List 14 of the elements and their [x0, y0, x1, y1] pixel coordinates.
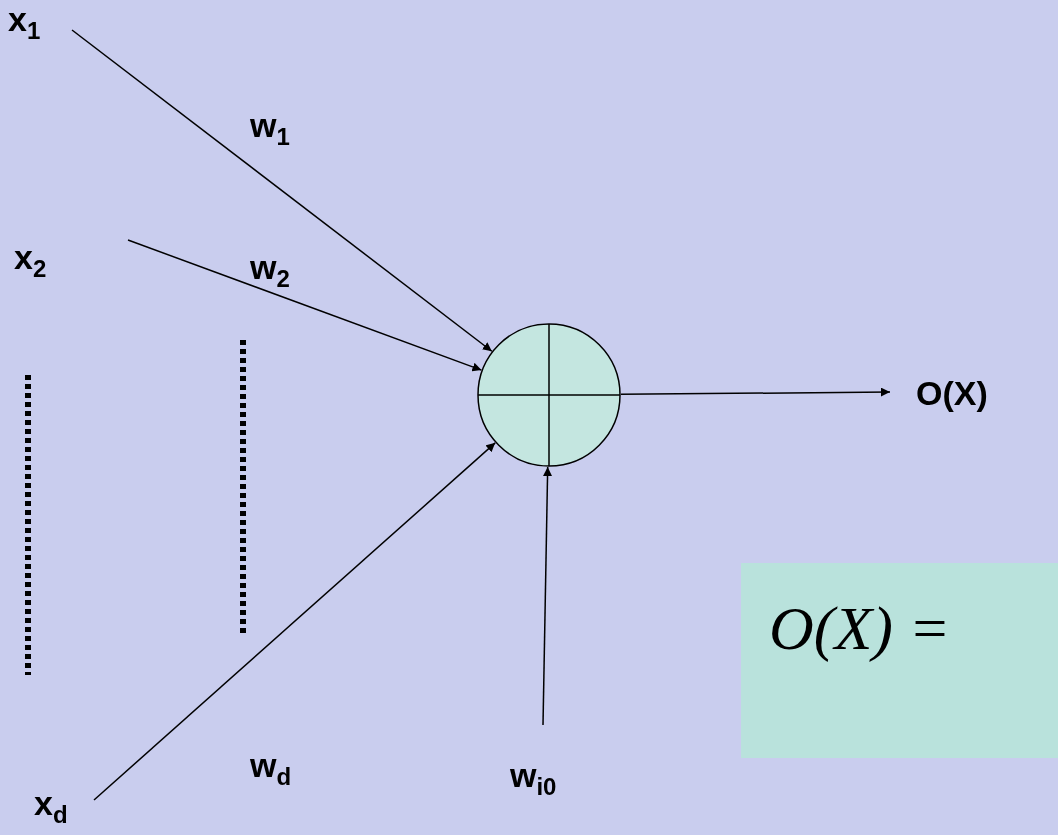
- variable-label: x$_{1}$: [8, 2, 42, 43]
- summation-circle: [477, 323, 621, 467]
- variable-label: x$_{d}$: [34, 786, 69, 827]
- weight-label: w$_{d}$: [250, 748, 292, 789]
- weight-label: w$_{1}$: [250, 108, 290, 149]
- weight-label: w$_{2}$: [250, 250, 290, 291]
- arrow: [71, 29, 493, 352]
- arrow: [93, 442, 496, 801]
- arrow: [542, 466, 553, 726]
- variable-label: O(X): [916, 376, 989, 410]
- arrow: [620, 387, 891, 397]
- variable-label: w$_{i0}$: [510, 758, 558, 799]
- variable-label: x$_{2}$: [14, 240, 48, 281]
- arrow: [127, 239, 483, 372]
